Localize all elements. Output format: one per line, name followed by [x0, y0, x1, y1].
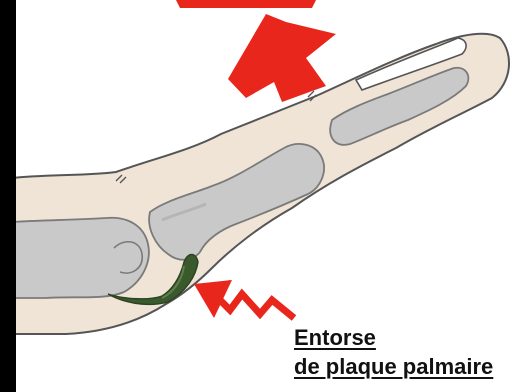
- up-right-red-arrow-icon: [176, 0, 336, 102]
- finger-illustration-panel: Entorse de plaque palmaire: [16, 0, 520, 392]
- finger-anatomy-svg: [16, 0, 520, 392]
- caption-line-1: Entorse: [294, 326, 376, 350]
- zigzag-red-arrow-icon: [194, 280, 294, 318]
- proximal-phalanx-bone: [16, 218, 149, 298]
- caption-line-2: de plaque palmaire: [294, 355, 493, 379]
